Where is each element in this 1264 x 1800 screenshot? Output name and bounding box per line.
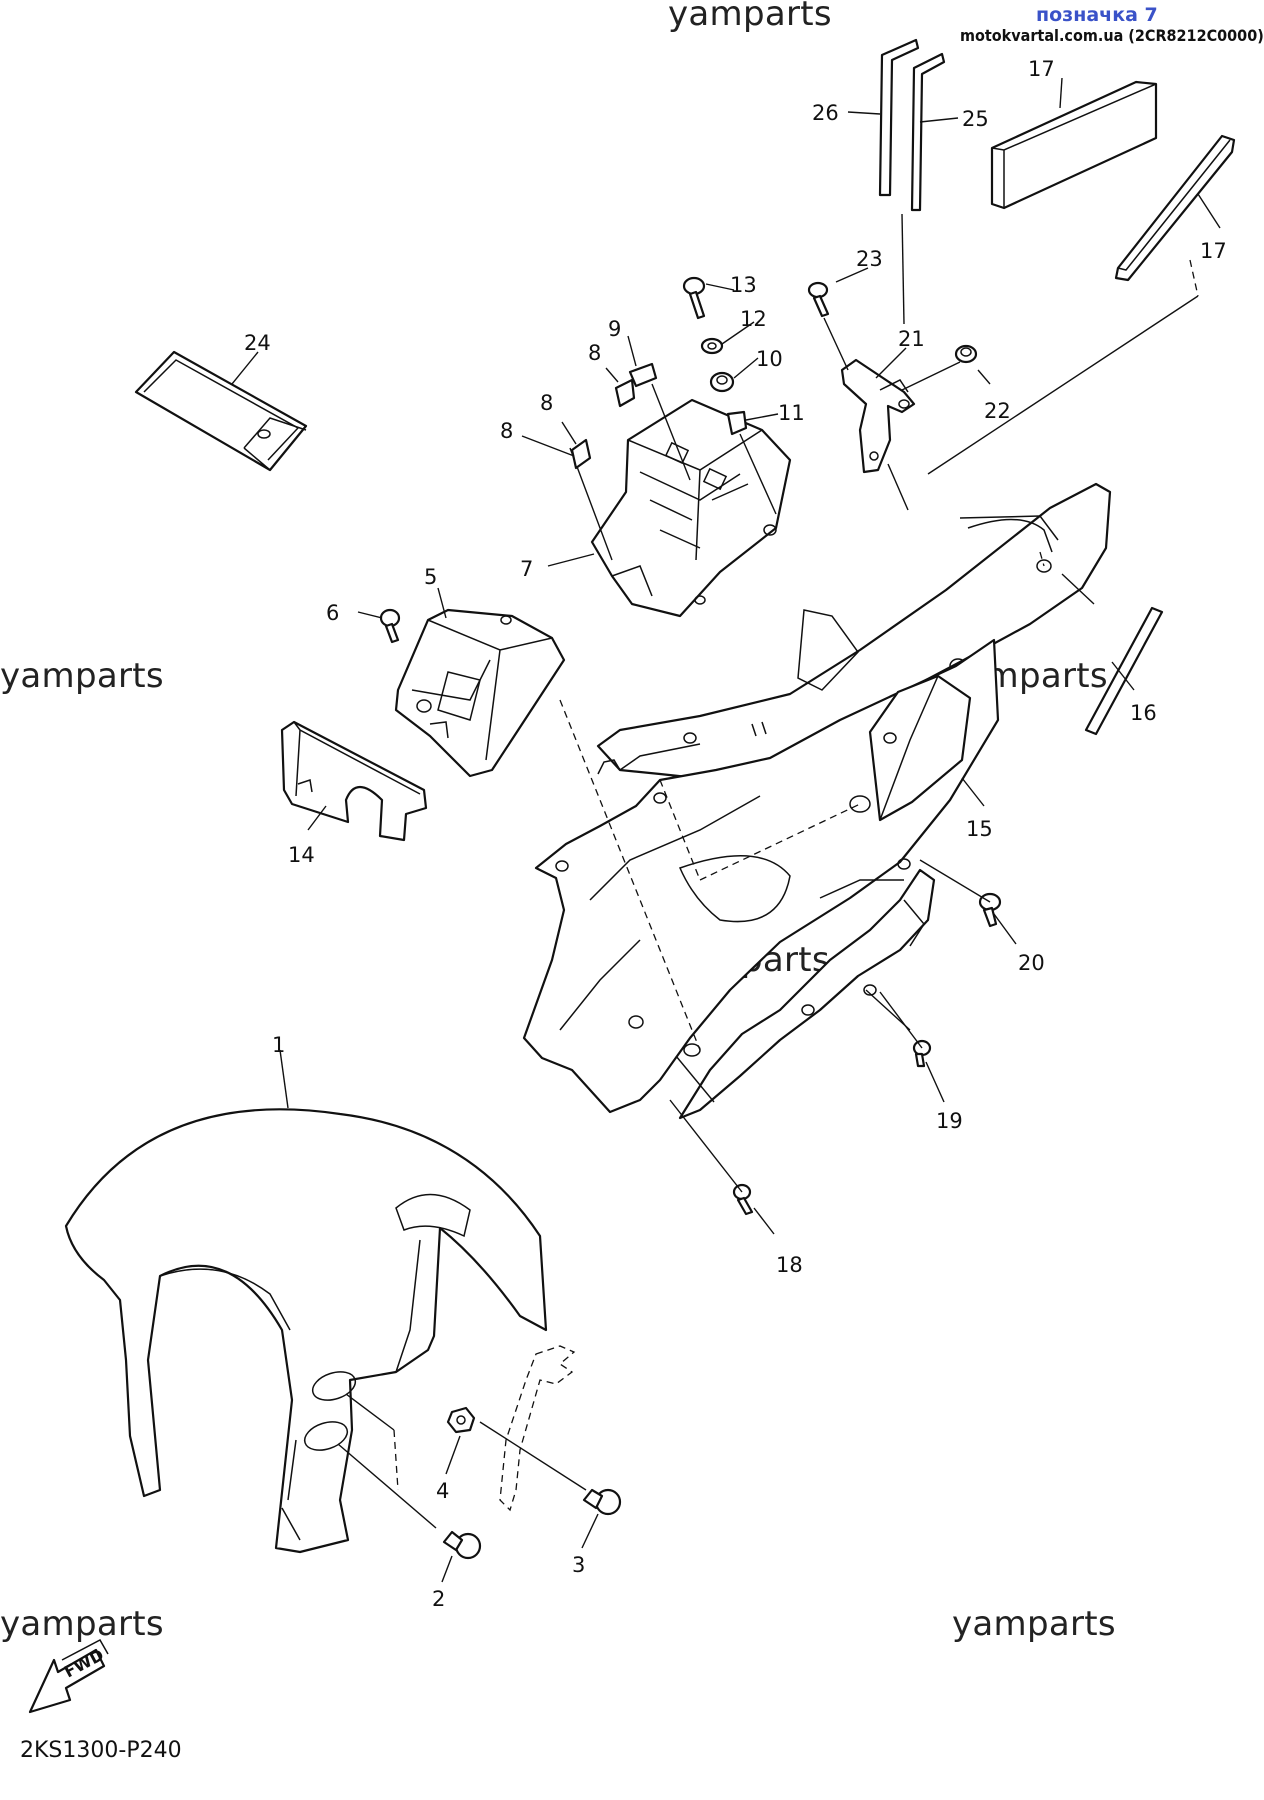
callout-25: 25 (962, 107, 989, 131)
callout-15: 15 (966, 817, 993, 841)
callout-22: 22 (984, 399, 1011, 423)
part-22-grommet[interactable] (954, 344, 978, 364)
callout-24: 24 (244, 331, 271, 355)
part-17-pad-upper[interactable] (990, 80, 1158, 210)
callout-23: 23 (856, 247, 883, 271)
part-2-bolt[interactable] (442, 1530, 482, 1560)
callout-16: 16 (1130, 701, 1157, 725)
callout-4: 4 (436, 1479, 449, 1503)
part-16-strip[interactable] (1084, 606, 1164, 736)
fwd-arrow-icon: FWD (28, 1638, 109, 1714)
callout-20: 20 (1018, 951, 1045, 975)
part-9-clip[interactable] (628, 362, 658, 388)
callout-8: 8 (588, 341, 601, 365)
callout-7: 7 (520, 557, 533, 581)
part-13-bolt[interactable] (682, 276, 706, 320)
callout-1: 1 (272, 1033, 285, 1057)
part-8-clip[interactable] (570, 438, 592, 470)
callout-3: 3 (572, 1553, 585, 1577)
callout-5: 5 (424, 565, 437, 589)
part-5-holder[interactable] (394, 608, 566, 778)
part-26-wire[interactable] (878, 38, 920, 197)
callout-26: 26 (812, 101, 839, 125)
part-3-bolt[interactable] (582, 1488, 622, 1516)
callout-2: 2 (432, 1587, 445, 1611)
part-12-washer[interactable] (700, 337, 724, 355)
part-10-grommet[interactable] (709, 371, 735, 393)
callout-11: 11 (778, 401, 805, 425)
part-17-pad-lower[interactable] (1114, 134, 1236, 282)
callout-18: 18 (776, 1253, 803, 1277)
part-19-screw[interactable] (912, 1039, 932, 1068)
part-7-battery-box[interactable] (590, 398, 792, 618)
part-23-bolt[interactable] (807, 281, 830, 318)
callout-19: 19 (936, 1109, 963, 1133)
diagram-code: 2KS1300-P240 (20, 1738, 182, 1763)
hose-guide (499, 1345, 576, 1512)
callout-17: 17 (1200, 239, 1227, 263)
callout-8: 8 (540, 391, 553, 415)
part-1-front-fender[interactable] (64, 1108, 548, 1554)
part-20-screw[interactable] (978, 892, 1002, 928)
part-11-collar[interactable] (726, 410, 748, 436)
part-18-screw[interactable] (732, 1183, 754, 1216)
callout-8: 8 (500, 419, 513, 443)
callout-10: 10 (756, 347, 783, 371)
callout-14: 14 (288, 843, 315, 867)
part-8-clip[interactable] (614, 378, 636, 408)
source-caption: motokvartal.com.ua (2CR8212C0000) (960, 26, 1264, 45)
callout-6: 6 (326, 601, 339, 625)
callout-21: 21 (898, 327, 925, 351)
watermark: yamparts (668, 0, 832, 34)
diagram-title: позначка 7 (1036, 4, 1158, 26)
callout-13: 13 (730, 273, 757, 297)
watermark: yamparts (0, 656, 164, 696)
part-24-pouch[interactable] (134, 350, 308, 472)
part-4-nut[interactable] (446, 1406, 476, 1434)
part-14-cover[interactable] (280, 720, 428, 842)
part-25-wire[interactable] (910, 52, 946, 212)
part-6-screw[interactable] (379, 608, 401, 644)
watermark: yamparts (952, 1604, 1116, 1644)
watermark: yamparts (0, 1604, 164, 1644)
callouts: 1 2 3 4 5 6 7 8 8 8 9 10 11 12 13 14 15 … (244, 57, 1227, 1611)
callout-17: 17 (1028, 57, 1055, 81)
callout-12: 12 (740, 307, 767, 331)
callout-9: 9 (608, 317, 621, 341)
part-15-panel[interactable] (868, 674, 972, 822)
